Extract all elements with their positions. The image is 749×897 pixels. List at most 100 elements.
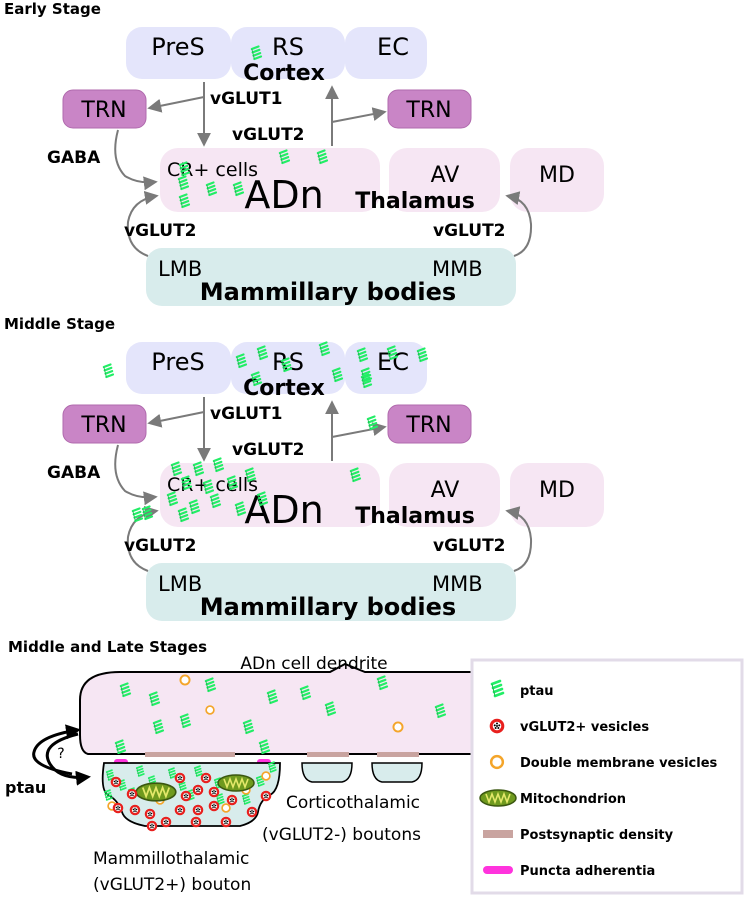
mammillary-bodies-box <box>146 248 516 306</box>
vglut2-vesicle-icon <box>489 718 505 734</box>
cortex-rs-label: RS <box>272 33 304 61</box>
legend-label: Double membrane vesicles <box>520 756 718 771</box>
corticothalamic-label: Corticothalamic <box>286 793 420 813</box>
mitochondrion-icon <box>135 782 177 802</box>
ptau-icon <box>102 363 115 379</box>
postsynaptic-density-icon <box>483 830 513 838</box>
vglut2-cortex-label: vGLUT2 <box>232 440 305 460</box>
cortex-region-box <box>231 27 345 79</box>
double-membrane-vesicle-icon <box>205 705 215 715</box>
vglut2-vesicle-icon <box>246 806 258 818</box>
corticothalamic-label: (vGLUT2-) boutons <box>262 825 421 845</box>
av-label: AV <box>431 163 460 188</box>
double-membrane-vesicle-icon <box>179 674 191 686</box>
stage-title: Middle Stage <box>4 315 115 333</box>
thalamus-label: Thalamus <box>355 189 475 214</box>
vglut2-vesicle-icon <box>180 790 192 802</box>
ptau-spread-arrow <box>32 724 81 776</box>
md-label: MD <box>539 163 575 188</box>
adn-label: ADn <box>244 488 323 532</box>
legend-box <box>470 658 744 895</box>
lmb-label: LMB <box>158 572 202 596</box>
postsynaptic-density <box>145 752 210 757</box>
av-region-box <box>389 148 500 212</box>
adn-label: ADn <box>244 173 323 217</box>
vglut2-vesicle-icon <box>146 820 158 832</box>
vglut2-mmb-label: vGLUT2 <box>433 221 506 241</box>
cortex-pres-label: PreS <box>151 33 204 61</box>
double-membrane-vesicle-icon <box>392 721 404 733</box>
legend-label: vGLUT2+ vesicles <box>520 720 649 735</box>
mitochondrion-icon <box>217 774 255 792</box>
mammillary-bodies-label: Mammillary bodies <box>200 278 456 306</box>
vglut2-vesicle-icon <box>110 776 122 788</box>
vglut2-lmb-label: vGLUT2 <box>124 221 197 241</box>
double-membrane-vesicle-icon <box>261 771 271 781</box>
cortex-pres-label: PreS <box>151 348 204 376</box>
vglut2-vesicle-icon <box>129 804 141 816</box>
mammillothalamic-label: Mammillothalamic <box>93 849 249 869</box>
lmb-label: LMB <box>158 257 202 281</box>
puncta-adherentia-icon <box>483 866 513 874</box>
vglut2-vesicle-icon <box>200 772 212 784</box>
vglut2-arrow-trn <box>331 422 387 438</box>
trn-left-label: TRN <box>80 98 126 123</box>
cortex-region-box <box>345 27 427 79</box>
mitochondrion-icon <box>479 789 517 807</box>
vglut2-vesicle-icon <box>174 772 186 784</box>
trn-box-right <box>387 404 472 444</box>
vglut1-label: vGLUT1 <box>210 89 283 109</box>
stage-title: Middle and Late Stages <box>8 638 207 656</box>
vglut2-vesicle-icon <box>226 794 238 806</box>
stage-title: Early Stage <box>4 0 101 18</box>
cortex-label: Cortex <box>243 376 325 401</box>
postsynaptic-density <box>307 752 349 757</box>
vglut1-label: vGLUT1 <box>210 404 283 424</box>
vglut2-vesicle-icon <box>126 788 138 800</box>
vglut2-vesicle-icon <box>112 802 124 814</box>
cortex-region-box <box>126 342 231 394</box>
corticothalamic-bouton <box>371 762 423 783</box>
vglut2-vesicle-icon <box>144 808 156 820</box>
vglut2-vesicle-icon <box>260 790 272 802</box>
ptau-icon <box>366 415 379 431</box>
double-membrane-vesicle-icon <box>221 803 231 813</box>
mammillothalamic-label: (vGLUT2+) bouton <box>93 875 251 895</box>
vglut2-arrow-mmb <box>505 506 533 572</box>
cortex-region-box <box>126 27 231 79</box>
legend-label: ptau <box>520 684 554 699</box>
md-region-box <box>510 148 604 212</box>
legend-label: Postsynaptic density <box>520 828 674 843</box>
vglut2-cortex-label: vGLUT2 <box>232 125 305 145</box>
legend-label: Puncta adherentia <box>520 864 655 879</box>
gaba-arrow <box>114 129 158 191</box>
gaba-arrow <box>114 444 158 506</box>
mmb-label: MMB <box>432 572 483 596</box>
vglut2-arrow-trn <box>331 107 387 123</box>
vglut2-vesicle-icon <box>220 816 232 828</box>
thalamus-label: Thalamus <box>355 504 475 529</box>
adn-region-box <box>160 463 380 527</box>
postsynaptic-density <box>377 752 419 757</box>
trn-box-left <box>62 89 147 129</box>
adn-region-box <box>160 148 380 212</box>
postsynaptic-density <box>210 752 235 757</box>
vglut2-lmb-label: vGLUT2 <box>124 536 197 556</box>
vglut2-vesicle-icon <box>190 816 202 828</box>
vglut2-vesicle-icon <box>160 816 172 828</box>
vglut1-arrow-trn <box>147 411 205 428</box>
ptau-spread-arrow <box>45 732 91 786</box>
double-membrane-vesicle-icon <box>489 754 505 770</box>
mammillary-bodies-box <box>146 563 516 621</box>
dendrite-label: ADn cell dendrite <box>240 654 387 674</box>
vglut2-mmb-label: vGLUT2 <box>433 536 506 556</box>
vglut1-arrow-trn <box>147 96 205 113</box>
md-region-box <box>510 463 604 527</box>
trn-box-left <box>62 404 147 444</box>
question-mark: ? <box>57 746 64 762</box>
cortex-ec-label: EC <box>377 33 409 61</box>
trn-right-label: TRN <box>405 413 451 438</box>
vglut2-vesicle-icon <box>192 804 204 816</box>
